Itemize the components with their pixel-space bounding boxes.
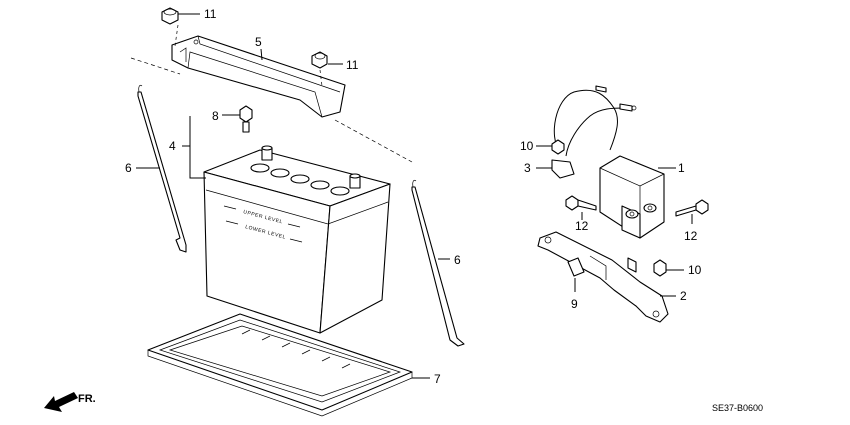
direction-label: FR. [78, 393, 96, 405]
leader-4 [189, 116, 206, 179]
callout-10-right: 10 [688, 263, 702, 277]
coil-wire-harness [536, 85, 637, 179]
callout-4: 4 [169, 139, 176, 153]
bolt-12-left [565, 195, 597, 220]
nut-right [311, 51, 343, 69]
clip-9 [567, 257, 585, 292]
battery-hold-down-bar [171, 35, 346, 118]
callout-12-right: 12 [684, 229, 698, 243]
callout-2: 2 [680, 289, 687, 303]
bolt-10-upper [536, 139, 565, 155]
callout-8: 8 [212, 109, 219, 123]
arrow-left-icon [44, 392, 78, 412]
callout-1: 1 [678, 161, 685, 175]
callout-11-top: 11 [204, 7, 217, 21]
hold-down-rod-left [136, 84, 187, 253]
callout-10-upper: 10 [520, 139, 534, 153]
callout-5: 5 [255, 35, 262, 49]
battery-tray [147, 313, 430, 417]
callout-7: 7 [434, 372, 441, 386]
bolt-12-right [675, 199, 709, 224]
callout-6-left: 6 [125, 161, 132, 175]
terminal-bolt [222, 105, 253, 133]
diagram-code: SE37-B0600 [712, 403, 763, 413]
callout-3: 3 [524, 161, 531, 175]
callout-11-right: 11 [346, 58, 359, 72]
bolt-10-right [653, 259, 684, 277]
callout-9: 9 [571, 297, 578, 311]
battery: UPPER LEVEL LOWER LEVEL [203, 145, 391, 334]
callout-6-right: 6 [454, 253, 461, 267]
hold-down-rod-right [411, 179, 465, 347]
coil-bracket [537, 231, 676, 323]
callout-12-left: 12 [575, 219, 589, 233]
nut-top [161, 7, 200, 25]
ignition-coil [599, 155, 676, 239]
